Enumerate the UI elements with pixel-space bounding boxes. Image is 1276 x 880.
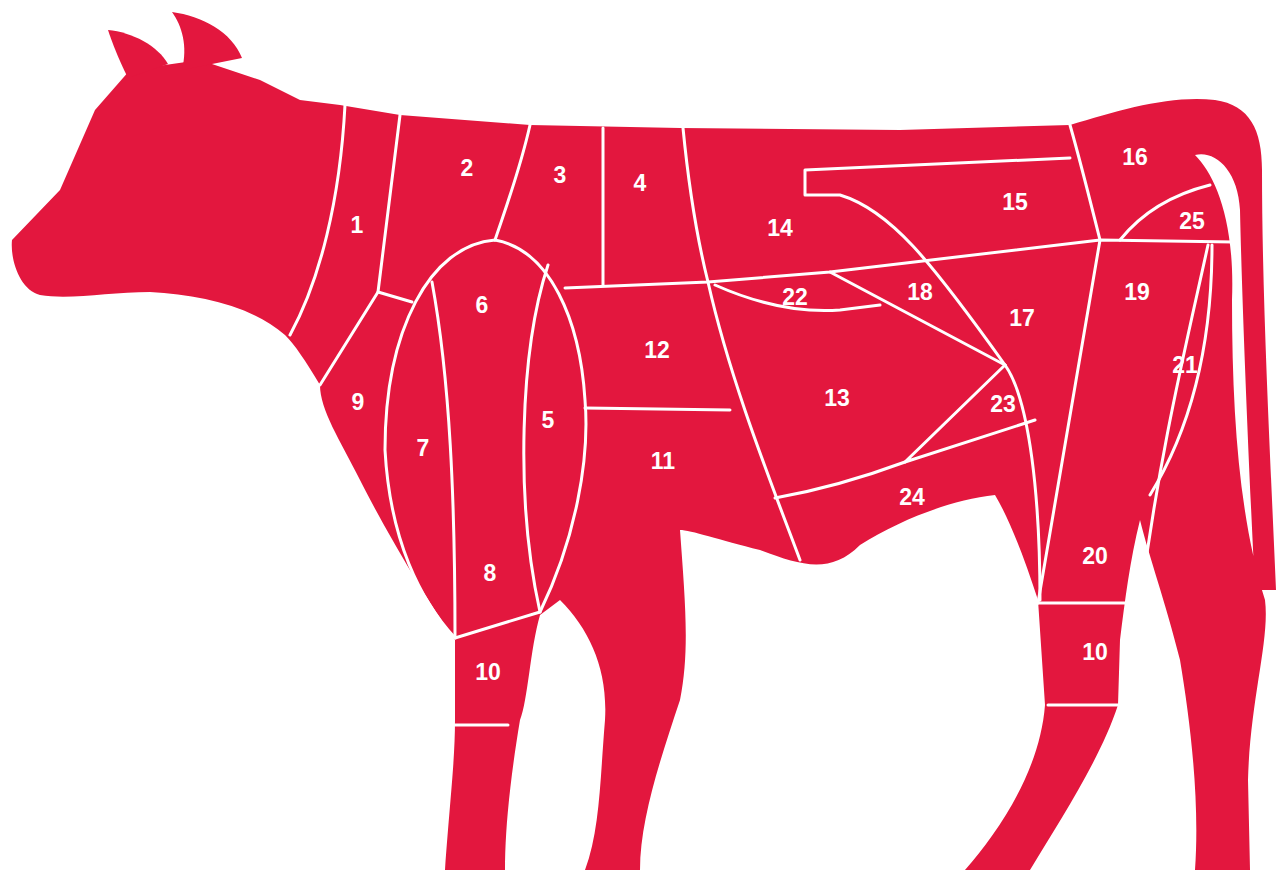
callout-number: 8 [484,562,497,585]
cut-line [1150,245,1212,495]
callout-number: 1 [351,214,364,237]
cut-line [715,285,880,311]
cut-line [905,365,1035,462]
cut-line [805,158,1070,365]
cut-line [1140,245,1208,603]
callout-number: 15 [1002,191,1028,214]
callout-number: 21 [1172,354,1198,377]
cow-horn [108,30,168,78]
callout-number: 22 [782,286,808,309]
callout-number: 9 [352,391,365,414]
cut-line [378,292,412,302]
callout-number: 6 [476,294,489,317]
cut-line [1048,704,1118,707]
callout-number: 14 [767,217,793,240]
cut-line [495,125,530,240]
callout-number: 13 [824,387,850,410]
callout-number: 11 [651,450,675,473]
callout-number: 18 [907,281,933,304]
cut-line [830,272,1005,365]
callout-number: 4 [634,172,647,195]
callout-number: 2 [461,157,474,180]
callout-number: 25 [1179,210,1205,233]
cow-horn [172,12,242,70]
cut-line [524,265,548,612]
cut-line [455,724,508,727]
cut-line [290,105,345,335]
cow-body [12,60,1276,870]
callout-number: 3 [554,164,567,187]
cow-silhouette [12,12,1276,870]
cut-line [1120,185,1210,240]
cut-line [602,128,605,285]
callout-number: 5 [542,409,555,432]
cut-line [385,240,586,638]
callout-number: 12 [644,339,670,362]
callout-number: 20 [1082,545,1108,568]
cut-lines [290,105,1234,725]
callout-number: 7 [417,437,430,460]
cut-line [1038,602,1140,605]
callout-number: 17 [1009,307,1035,330]
callout-number: 10 [1082,641,1108,664]
callout-number: 19 [1124,281,1150,304]
callout-number: 10 [475,661,501,684]
cut-line [320,115,400,385]
cut-line [1070,125,1100,240]
cut-line [585,408,730,410]
callout-number: 16 [1122,146,1148,169]
cut-line [432,282,455,638]
callout-number: 23 [990,393,1016,416]
callout-number: 24 [899,486,925,509]
cut-line [775,462,905,498]
